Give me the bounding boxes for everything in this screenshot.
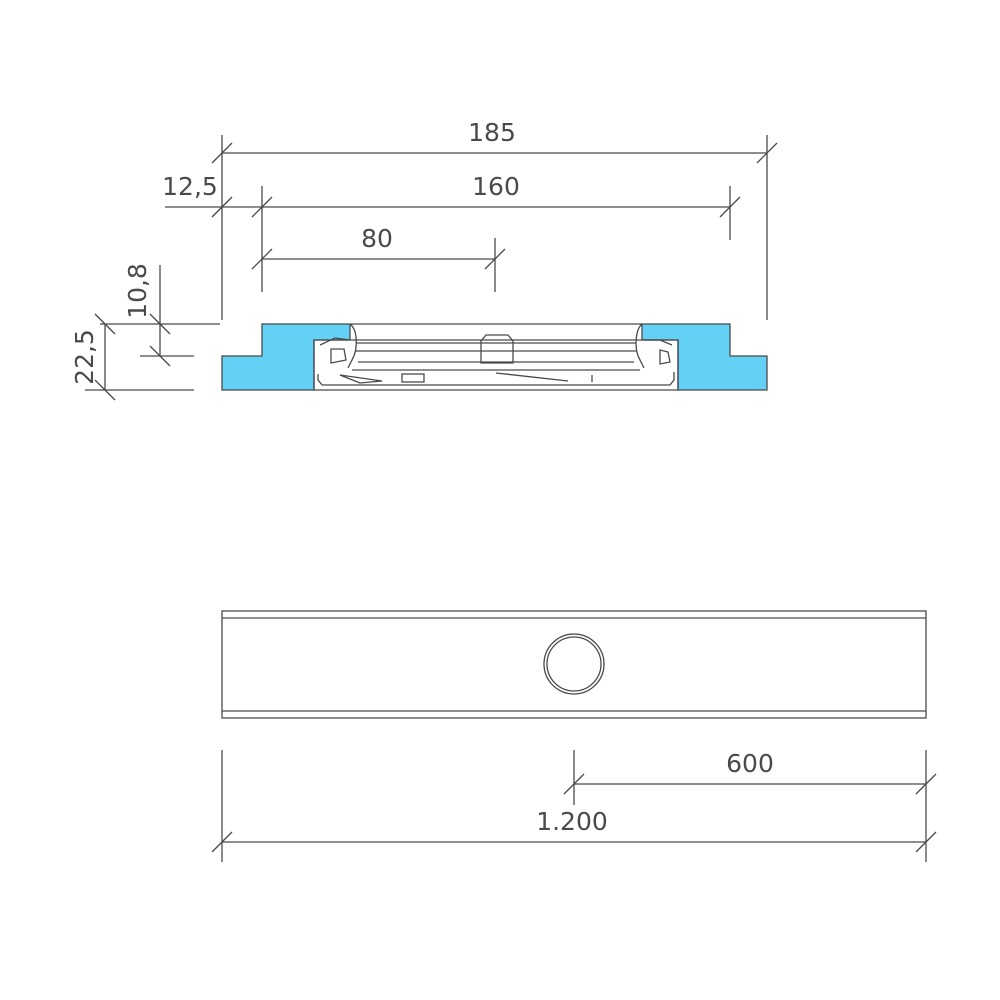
dim-1200: [211, 750, 937, 862]
section-view: 185 160 12,5 80: [70, 118, 778, 401]
dim-label-10-8: 10,8: [123, 263, 152, 319]
dim-22-5: [85, 313, 194, 401]
dim-600: [563, 750, 937, 862]
dim-label-22-5: 22,5: [70, 329, 99, 385]
channel-outline: [221, 610, 927, 719]
dim-label-1200: 1.200: [536, 807, 608, 836]
plan-view: 600 1.200: [211, 610, 937, 862]
dim-label-185: 185: [468, 118, 516, 147]
dim-label-12-5: 12,5: [162, 172, 218, 201]
dim-80: [251, 238, 506, 292]
right-hook: [635, 323, 673, 369]
inner-channel: [313, 339, 679, 391]
dim-label-160: 160: [472, 172, 520, 201]
center-lock: [480, 334, 514, 364]
dim-label-80: 80: [361, 224, 393, 253]
dim-185: [211, 135, 778, 320]
dim-160: [165, 186, 741, 292]
profile-right-flange: [641, 323, 768, 391]
left-hook: [319, 323, 357, 369]
dim-10-8: [100, 265, 220, 367]
outlet-circle: [543, 633, 605, 695]
dim-label-600: 600: [726, 749, 774, 778]
